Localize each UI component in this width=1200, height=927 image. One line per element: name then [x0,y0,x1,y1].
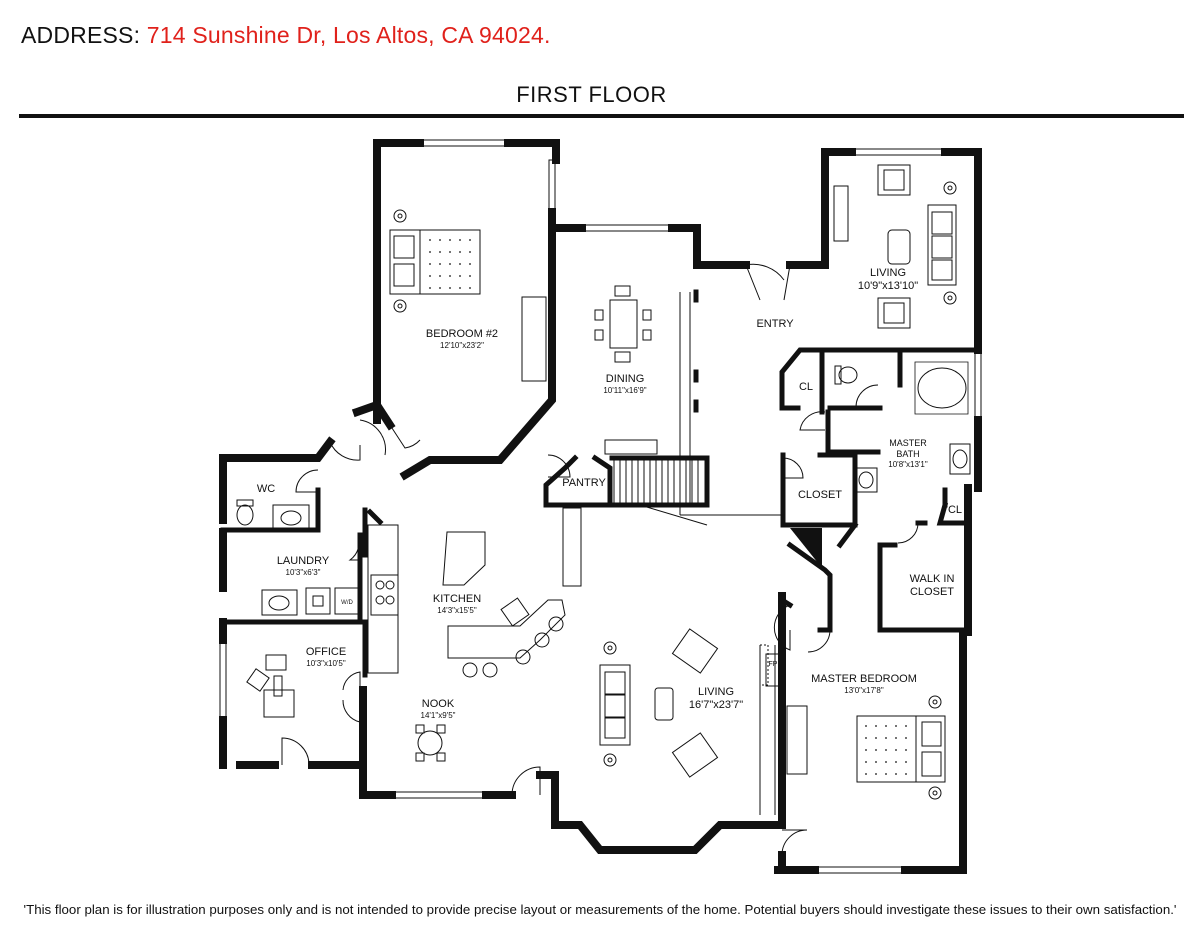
room-dims-bedroom-2: 12'10"x23'2" [440,341,484,350]
armchair-icon [671,628,719,778]
hearth-icon [759,644,769,686]
room-dims-kitchen: 14'3"x15'5" [437,606,477,615]
wall-wedge [790,528,822,568]
room-dims-laundry: 10'3"x6'3" [286,568,321,577]
bed-icon [856,695,946,800]
coffee-table-icon [887,229,911,265]
room-label-living-main: LIVING [698,686,734,698]
coffee-table-icon [654,687,674,721]
cooktop-icon [370,574,399,616]
room-label-walk-in-1: WALK IN [910,573,955,585]
exterior-walls [219,139,982,874]
laundry-appliances-icon [261,587,360,616]
room-dims-dining: 10'11"x16'9" [603,386,646,395]
bed-icon [389,209,481,313]
sink-icon [272,504,310,531]
room-label-cl-upper: CL [799,381,813,393]
stairs [613,459,706,504]
armchair-icon [877,164,911,329]
room-label-living-front: LIVING [870,267,906,279]
address-line: ADDRESS: 714 Sunshine Dr, Los Altos, CA … [21,22,551,49]
desk-icon [246,654,295,718]
room-label-pantry: PANTRY [562,477,606,489]
kitchen-island-icon [442,531,486,586]
room-dims-living-main: 16'7"x23'7" [689,699,743,711]
disclaimer: 'This floor plan is for illustration pur… [23,902,1177,917]
thin-rails [639,292,782,815]
floor-title: FIRST FLOOR [516,82,667,107]
dresser-icon [786,705,808,775]
fireplace-icon [765,653,781,687]
room-dims-office: 10'3"x10'5" [306,659,346,668]
room-label-walk-in-2: CLOSET [910,586,954,598]
room-label-dining: DINING [606,373,645,385]
sofa-icon [927,204,957,286]
room-label-wc: WC [257,483,275,495]
furniture [236,164,971,800]
bathtub-icon [914,361,969,415]
room-label-cl-lower: CL [948,504,962,516]
console-icon [833,185,849,242]
sofa-icon [599,664,631,746]
room-label-master-bath-2: BATH [896,449,919,459]
room-label-nook: NOOK [422,698,455,710]
sink-icon [854,467,878,493]
counter-icon [562,507,582,587]
room-dims-master-bedroom: 13'0"x17'8" [844,686,884,695]
toilet-icon [834,365,858,385]
counter-icon [367,524,399,674]
dining-table-icon [594,285,652,363]
kitchen-peninsula-icon [447,597,566,678]
address-value: 714 Sunshine Dr, Los Altos, CA 94024. [146,22,551,48]
dining-table-icon [415,724,446,762]
room-labels: BEDROOM #2 12'10"x23'2" DINING 10'11"x16… [257,267,962,720]
room-dims-master-bath: 10'8"x13'1" [888,460,928,469]
room-label-closet: CLOSET [798,489,842,501]
sink-icon [949,443,971,475]
door-swings [281,263,919,856]
room-label-office: OFFICE [306,646,346,658]
title-rule [19,114,1184,118]
address-label: ADDRESS: [21,22,141,48]
room-label-laundry: LAUNDRY [277,555,330,567]
room-label-kitchen: KITCHEN [433,593,481,605]
room-dims-nook: 14'1"x9'5" [421,711,456,720]
label-washer-dryer: W/D [341,600,353,606]
toilet-icon [236,499,254,526]
room-label-bedroom-2: BEDROOM #2 [426,328,498,340]
room-dims-living-front: 10'9"x13'10" [858,280,918,292]
dresser-icon [521,296,547,382]
room-label-master-bath-1: MASTER [889,438,927,448]
windows [219,139,982,874]
room-label-fireplace: FP [769,661,778,668]
room-label-entry: ENTRY [756,318,794,330]
bed-pattern [429,239,907,775]
room-label-master-bedroom: MASTER BEDROOM [811,673,917,685]
